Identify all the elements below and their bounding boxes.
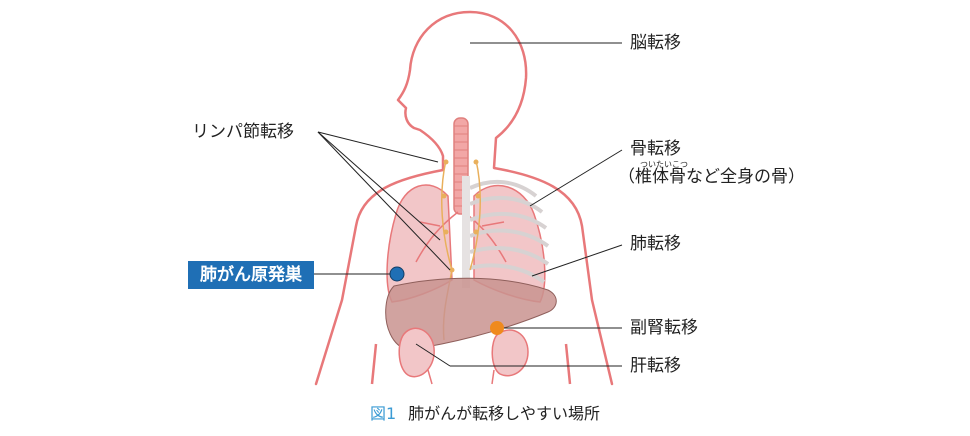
arm-right-inner [564, 343, 572, 385]
label-liver-metastasis: 肝転移 [630, 356, 681, 376]
label-bone-ruby: ついたいこつ [640, 160, 688, 169]
primary-tumor [389, 266, 405, 282]
kidney-left [398, 327, 435, 378]
label-brain-metastasis: 脳転移 [630, 33, 681, 53]
arm-left-inner [370, 343, 378, 385]
kidney-right [491, 329, 529, 377]
figure-caption-text: 肺がんが転移しやすい場所 [408, 404, 601, 423]
spine [462, 176, 470, 288]
label-adrenal-metastasis: 副腎転移 [630, 318, 698, 338]
label-bone-metastasis: 骨転移 [630, 139, 681, 159]
label-lymph-node-metastasis: リンパ節転移 [192, 122, 294, 142]
leader-lines [314, 42, 623, 367]
figure-caption: 図1 肺がんが転移しやすい場所 [0, 404, 970, 424]
adrenal-gland [490, 321, 504, 335]
ureter-left [427, 369, 433, 385]
lymph-nodes [441, 159, 481, 273]
label-lung-metastasis: 肺転移 [630, 234, 681, 254]
figure-number: 図1 [369, 404, 397, 423]
ureter-right [491, 369, 495, 385]
label-primary-tumor: 肺がん原発巣 [188, 261, 314, 289]
label-bone-note: （椎体骨など全身の骨） [618, 167, 805, 187]
body-outline [314, 10, 614, 386]
